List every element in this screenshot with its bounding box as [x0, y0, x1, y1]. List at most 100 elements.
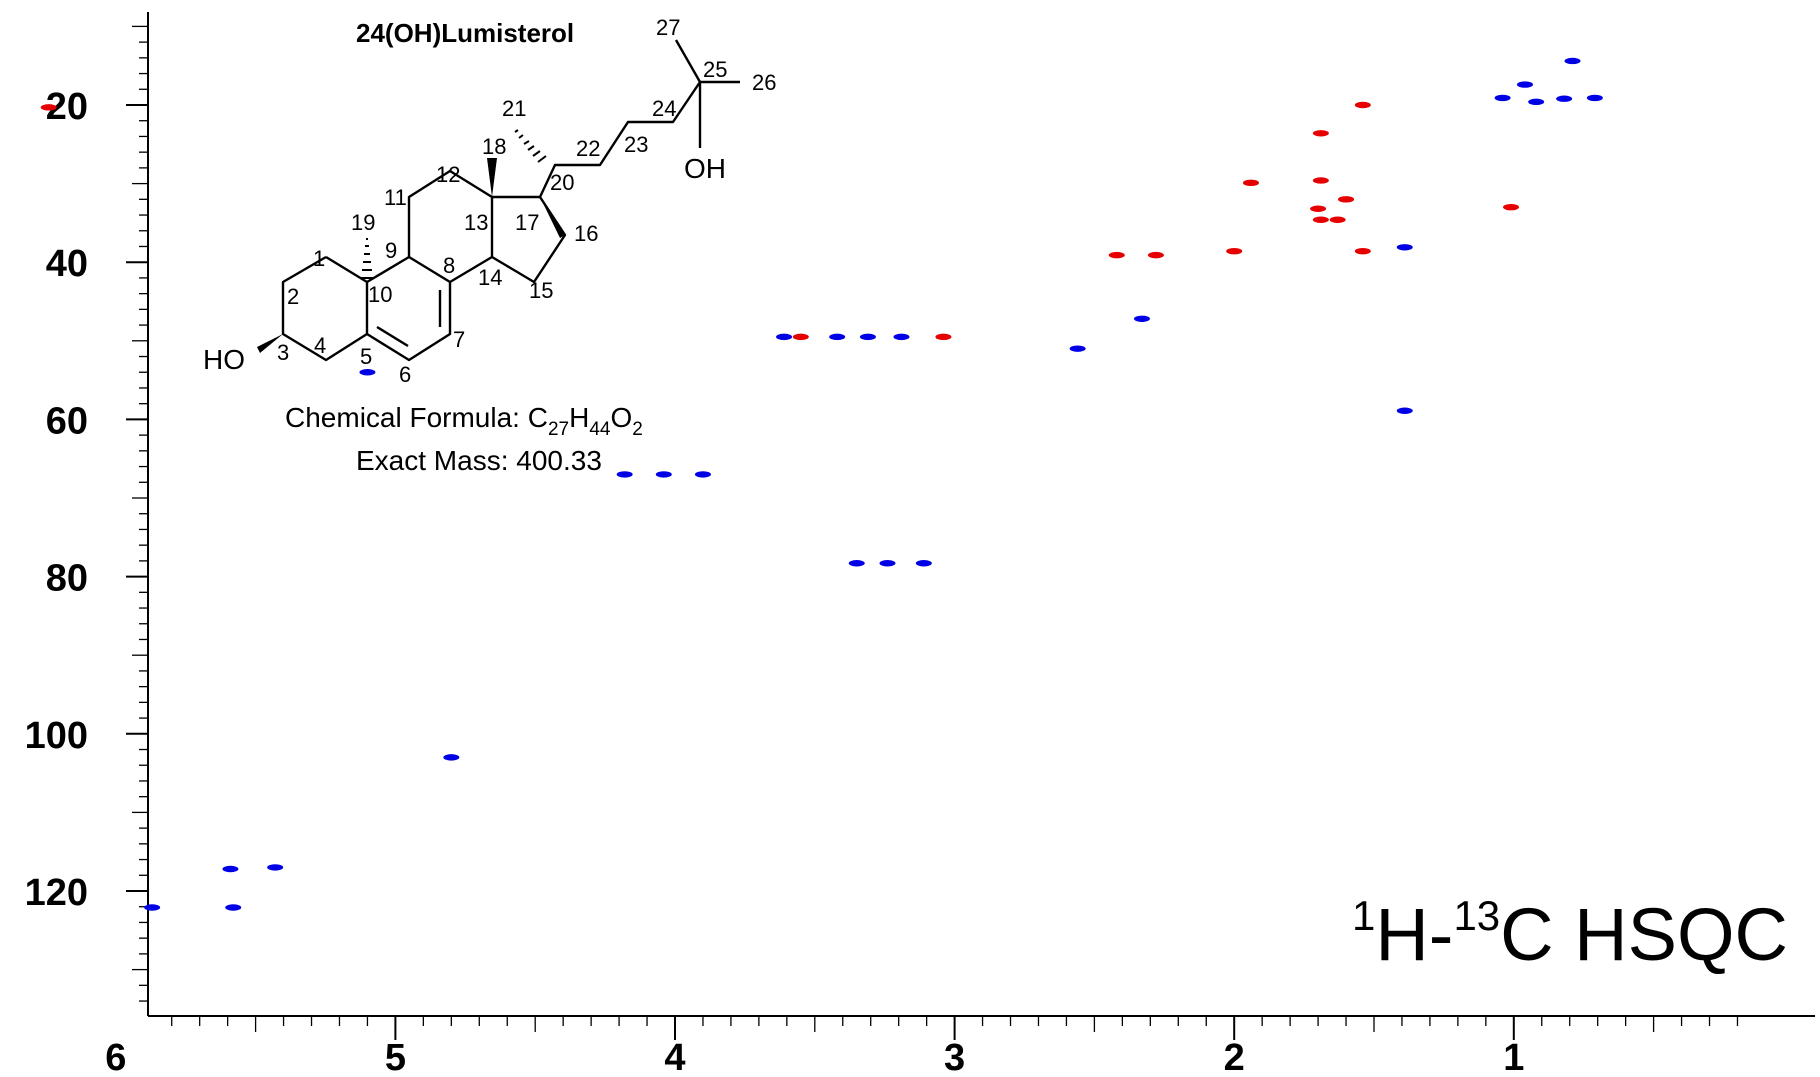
title-h: H- [1375, 893, 1453, 976]
atom-label-21: 21 [502, 96, 526, 121]
x-axis-ticks [171, 1016, 1739, 1040]
y-tick-label: 80 [46, 558, 88, 600]
x-tick-label: 3 [944, 1037, 965, 1077]
peak-red [40, 104, 57, 111]
molecule-stereo-bonds [257, 129, 565, 353]
peak-blue [655, 471, 672, 478]
atom-label-11: 11 [384, 185, 407, 210]
peak-red [1312, 130, 1329, 137]
peak-red [1226, 247, 1243, 255]
peak-red [935, 333, 952, 341]
peak-red [1354, 247, 1371, 255]
peak-blue [694, 471, 711, 478]
peak-blue [915, 560, 932, 567]
peak-blue [1494, 94, 1511, 102]
peak-blue [359, 369, 376, 376]
atom-label-19: 19 [351, 210, 375, 235]
peak-red [792, 333, 809, 341]
formula-h-count: 44 [589, 419, 611, 440]
peak-red [1310, 205, 1327, 212]
peak-blue [776, 333, 793, 341]
peak-blue [1564, 57, 1581, 65]
wedge-c13-c18 [487, 158, 497, 197]
atom-label-15: 15 [529, 278, 553, 303]
peak-blue [616, 471, 633, 478]
atom-label-1: 1 [313, 246, 325, 271]
formula-c-count: 27 [548, 419, 569, 440]
y-tick-label: 120 [25, 872, 88, 914]
hash-c10-c19 [361, 238, 373, 279]
atom-label-2: 2 [287, 284, 299, 309]
peak-blue [267, 864, 284, 871]
y-tick-label: 40 [46, 243, 88, 285]
group-label-ho: HO [203, 344, 245, 375]
formula-label: Chemical Formula: [285, 402, 528, 433]
y-axis-ticks [126, 25, 148, 1002]
chemical-formula: Chemical Formula: C27H44O2 [285, 402, 643, 440]
peak-blue [443, 754, 460, 761]
atom-label-6: 6 [399, 362, 411, 387]
molecule-name: 24(OH)Lumisterol [356, 18, 574, 48]
formula-o-count: 2 [632, 419, 643, 440]
x-tick-label: 2 [1224, 1037, 1245, 1077]
x-tick-label: 1 [1503, 1037, 1524, 1077]
atom-label-16: 16 [574, 221, 598, 246]
peak-blue [1069, 345, 1086, 352]
atom-label-27: 27 [656, 15, 680, 40]
peak-blue [879, 560, 896, 567]
peak-blue [1396, 244, 1413, 251]
title-sup-1: 1 [1352, 892, 1375, 939]
atom-label-17: 17 [515, 210, 539, 235]
bond-25-27 [674, 39, 702, 83]
cross-peaks [40, 57, 1603, 911]
peak-blue [225, 904, 242, 911]
atom-label-20: 20 [550, 170, 574, 195]
peak-red [1503, 203, 1520, 211]
ring-b-bonds [366, 255, 452, 362]
atom-label-13: 13 [464, 210, 488, 235]
atom-label-7: 7 [453, 327, 465, 352]
double-bond-5-6 [376, 325, 409, 348]
wedge-c3-oh [257, 334, 283, 353]
peak-blue [1516, 81, 1533, 88]
peak-red [1312, 177, 1329, 184]
peak-blue [1396, 407, 1413, 414]
atom-label-5: 5 [360, 344, 372, 369]
peak-red [1329, 216, 1346, 223]
atom-label-14: 14 [478, 265, 502, 290]
exact-mass: Exact Mass: 400.33 [356, 445, 602, 476]
x-tick-label: 5 [385, 1037, 406, 1077]
atom-label-8: 8 [443, 253, 455, 278]
peak-blue [829, 333, 846, 341]
formula-h: H [569, 402, 589, 433]
x-tick-label: 4 [664, 1037, 685, 1077]
peak-blue [1586, 94, 1603, 102]
x-tick-label: 6 [105, 1037, 126, 1077]
peak-blue [222, 865, 239, 873]
atom-labels: 1 2 3 4 5 6 7 8 9 10 11 12 13 14 15 16 1… [203, 15, 776, 387]
peak-blue [859, 333, 876, 341]
peak-blue [1133, 315, 1150, 322]
x-axis-tick-labels: 6 5 4 3 2 1 [105, 1037, 1524, 1077]
atom-label-26: 26 [752, 70, 776, 95]
atom-label-4: 4 [314, 333, 326, 358]
peak-red [1147, 251, 1164, 259]
chart-title: 1H-13C HSQC [1352, 892, 1788, 976]
atom-label-24: 24 [652, 96, 676, 121]
atom-label-22: 22 [576, 136, 600, 161]
atom-label-25: 25 [703, 57, 727, 82]
wedge-c17-c16 [540, 197, 565, 238]
peak-red [1338, 196, 1355, 203]
peak-red [1354, 101, 1371, 109]
atom-label-9: 9 [385, 238, 397, 263]
peak-blue [893, 333, 910, 341]
peak-red [1108, 251, 1125, 259]
formula-c: C [528, 402, 548, 433]
atom-label-12: 12 [436, 162, 460, 187]
peak-blue [1528, 98, 1545, 106]
formula-o: O [610, 402, 632, 433]
title-sup-13: 13 [1453, 892, 1500, 939]
atom-label-18: 18 [482, 134, 506, 159]
